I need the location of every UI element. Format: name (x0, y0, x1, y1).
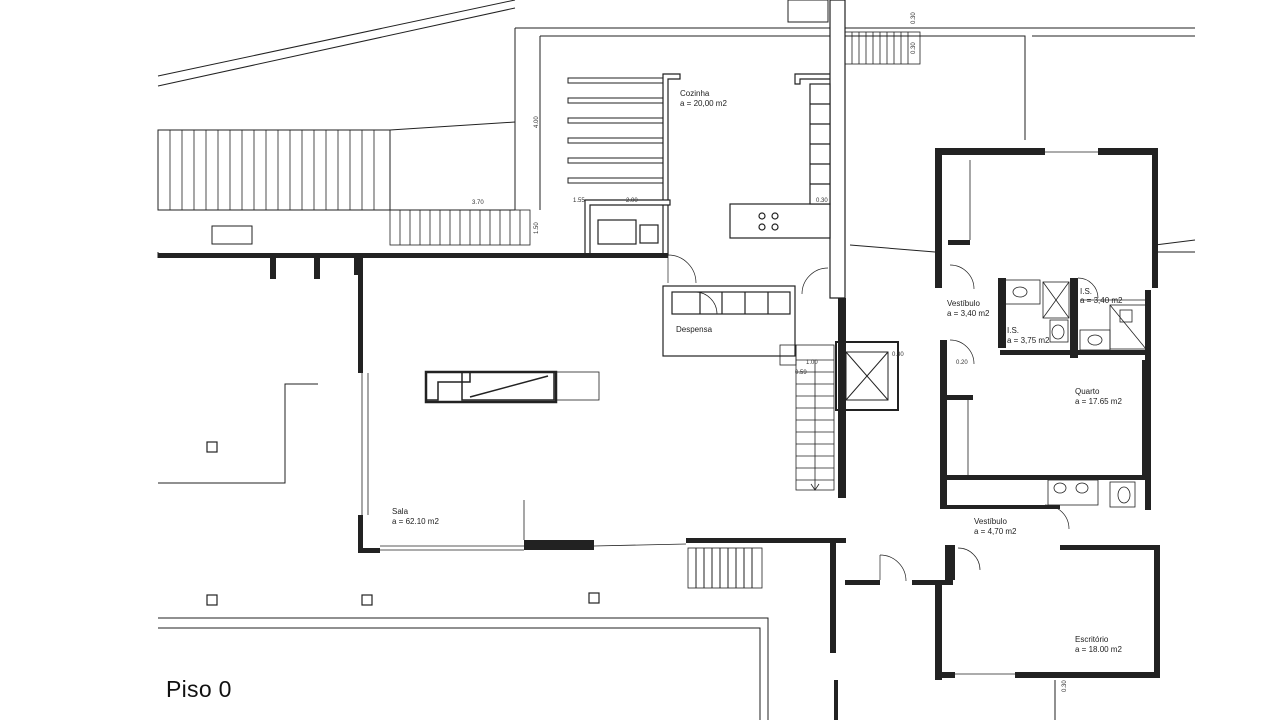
fireplace (424, 370, 600, 404)
top-steps (844, 31, 921, 65)
dim-3-70: 3.70 (472, 200, 484, 206)
room-labels: Cozinha a = 20,00 m2 Despensa Sala a = 6… (392, 89, 1123, 654)
diagonal-boundary (157, 0, 516, 87)
dim-0-30-a: 0.30 (816, 198, 828, 204)
room-area-vestibulo-2: a = 4,70 m2 (974, 527, 1017, 536)
site-boundary-top (514, 0, 1196, 253)
bedroom-wing-lines (944, 151, 1159, 675)
sala-glazing (361, 373, 687, 551)
exterior-lines (157, 252, 1056, 720)
dim-0-30-d: 0.30 (911, 42, 917, 54)
room-area-sala: a = 62.10 m2 (392, 517, 439, 526)
door-swings-kitchen (667, 254, 829, 315)
dim-0-30-c: 0.30 (892, 352, 904, 358)
dim-2-00: 2.00 (626, 198, 638, 204)
room-name-despensa: Despensa (676, 325, 713, 334)
room-area-is-1: a = 3,75 m2 (1007, 336, 1050, 345)
room-name-is-2: I.S. (1080, 287, 1092, 296)
room-name-sala: Sala (392, 507, 409, 516)
sala-walls (158, 253, 846, 653)
dim-1-50: 1.50 (534, 222, 540, 234)
planter (211, 225, 253, 245)
lift (835, 341, 899, 411)
kitchen-steps (389, 209, 531, 246)
room-name-is-1: I.S. (1007, 326, 1019, 335)
room-name-vestibulo-2: Vestíbulo (974, 517, 1007, 526)
room-area-escritorio: a = 18.00 m2 (1075, 645, 1122, 654)
dim-0-59: 0.59 (795, 370, 807, 376)
dim-1-55: 1.55 (573, 198, 585, 204)
floor-title: Piso 0 (166, 676, 232, 702)
room-area-cozinha: a = 20,00 m2 (680, 99, 727, 108)
dim-0-30-b: 0.30 (911, 12, 917, 24)
dimension-labels: 4.00 3.70 1.50 1.55 2.00 0.30 0.30 0.20 … (472, 12, 1068, 692)
dim-0-30-e: 0.30 (1062, 680, 1068, 692)
door-swings-bedrooms (879, 264, 1099, 582)
terrace-deck (157, 121, 516, 211)
dim-1-00: 1.00 (806, 360, 818, 366)
room-area-quarto: a = 17.65 m2 (1075, 397, 1122, 406)
kitchen-walls (584, 0, 846, 357)
dim-4-00: 4.00 (534, 116, 540, 128)
room-name-escritorio: Escritório (1075, 635, 1109, 644)
columns (206, 441, 600, 606)
room-name-vestibulo-1: Vestíbulo (947, 299, 980, 308)
bedroom-wing-walls (845, 148, 1160, 680)
interior-stair (779, 344, 835, 491)
dim-0-20: 0.20 (956, 360, 968, 366)
room-name-cozinha: Cozinha (680, 89, 710, 98)
room-area-is-2: a = 3,40 m2 (1080, 296, 1123, 305)
room-name-quarto: Quarto (1075, 387, 1100, 396)
room-area-vestibulo-1: a = 3,40 m2 (947, 309, 990, 318)
exterior-stair (567, 77, 664, 184)
